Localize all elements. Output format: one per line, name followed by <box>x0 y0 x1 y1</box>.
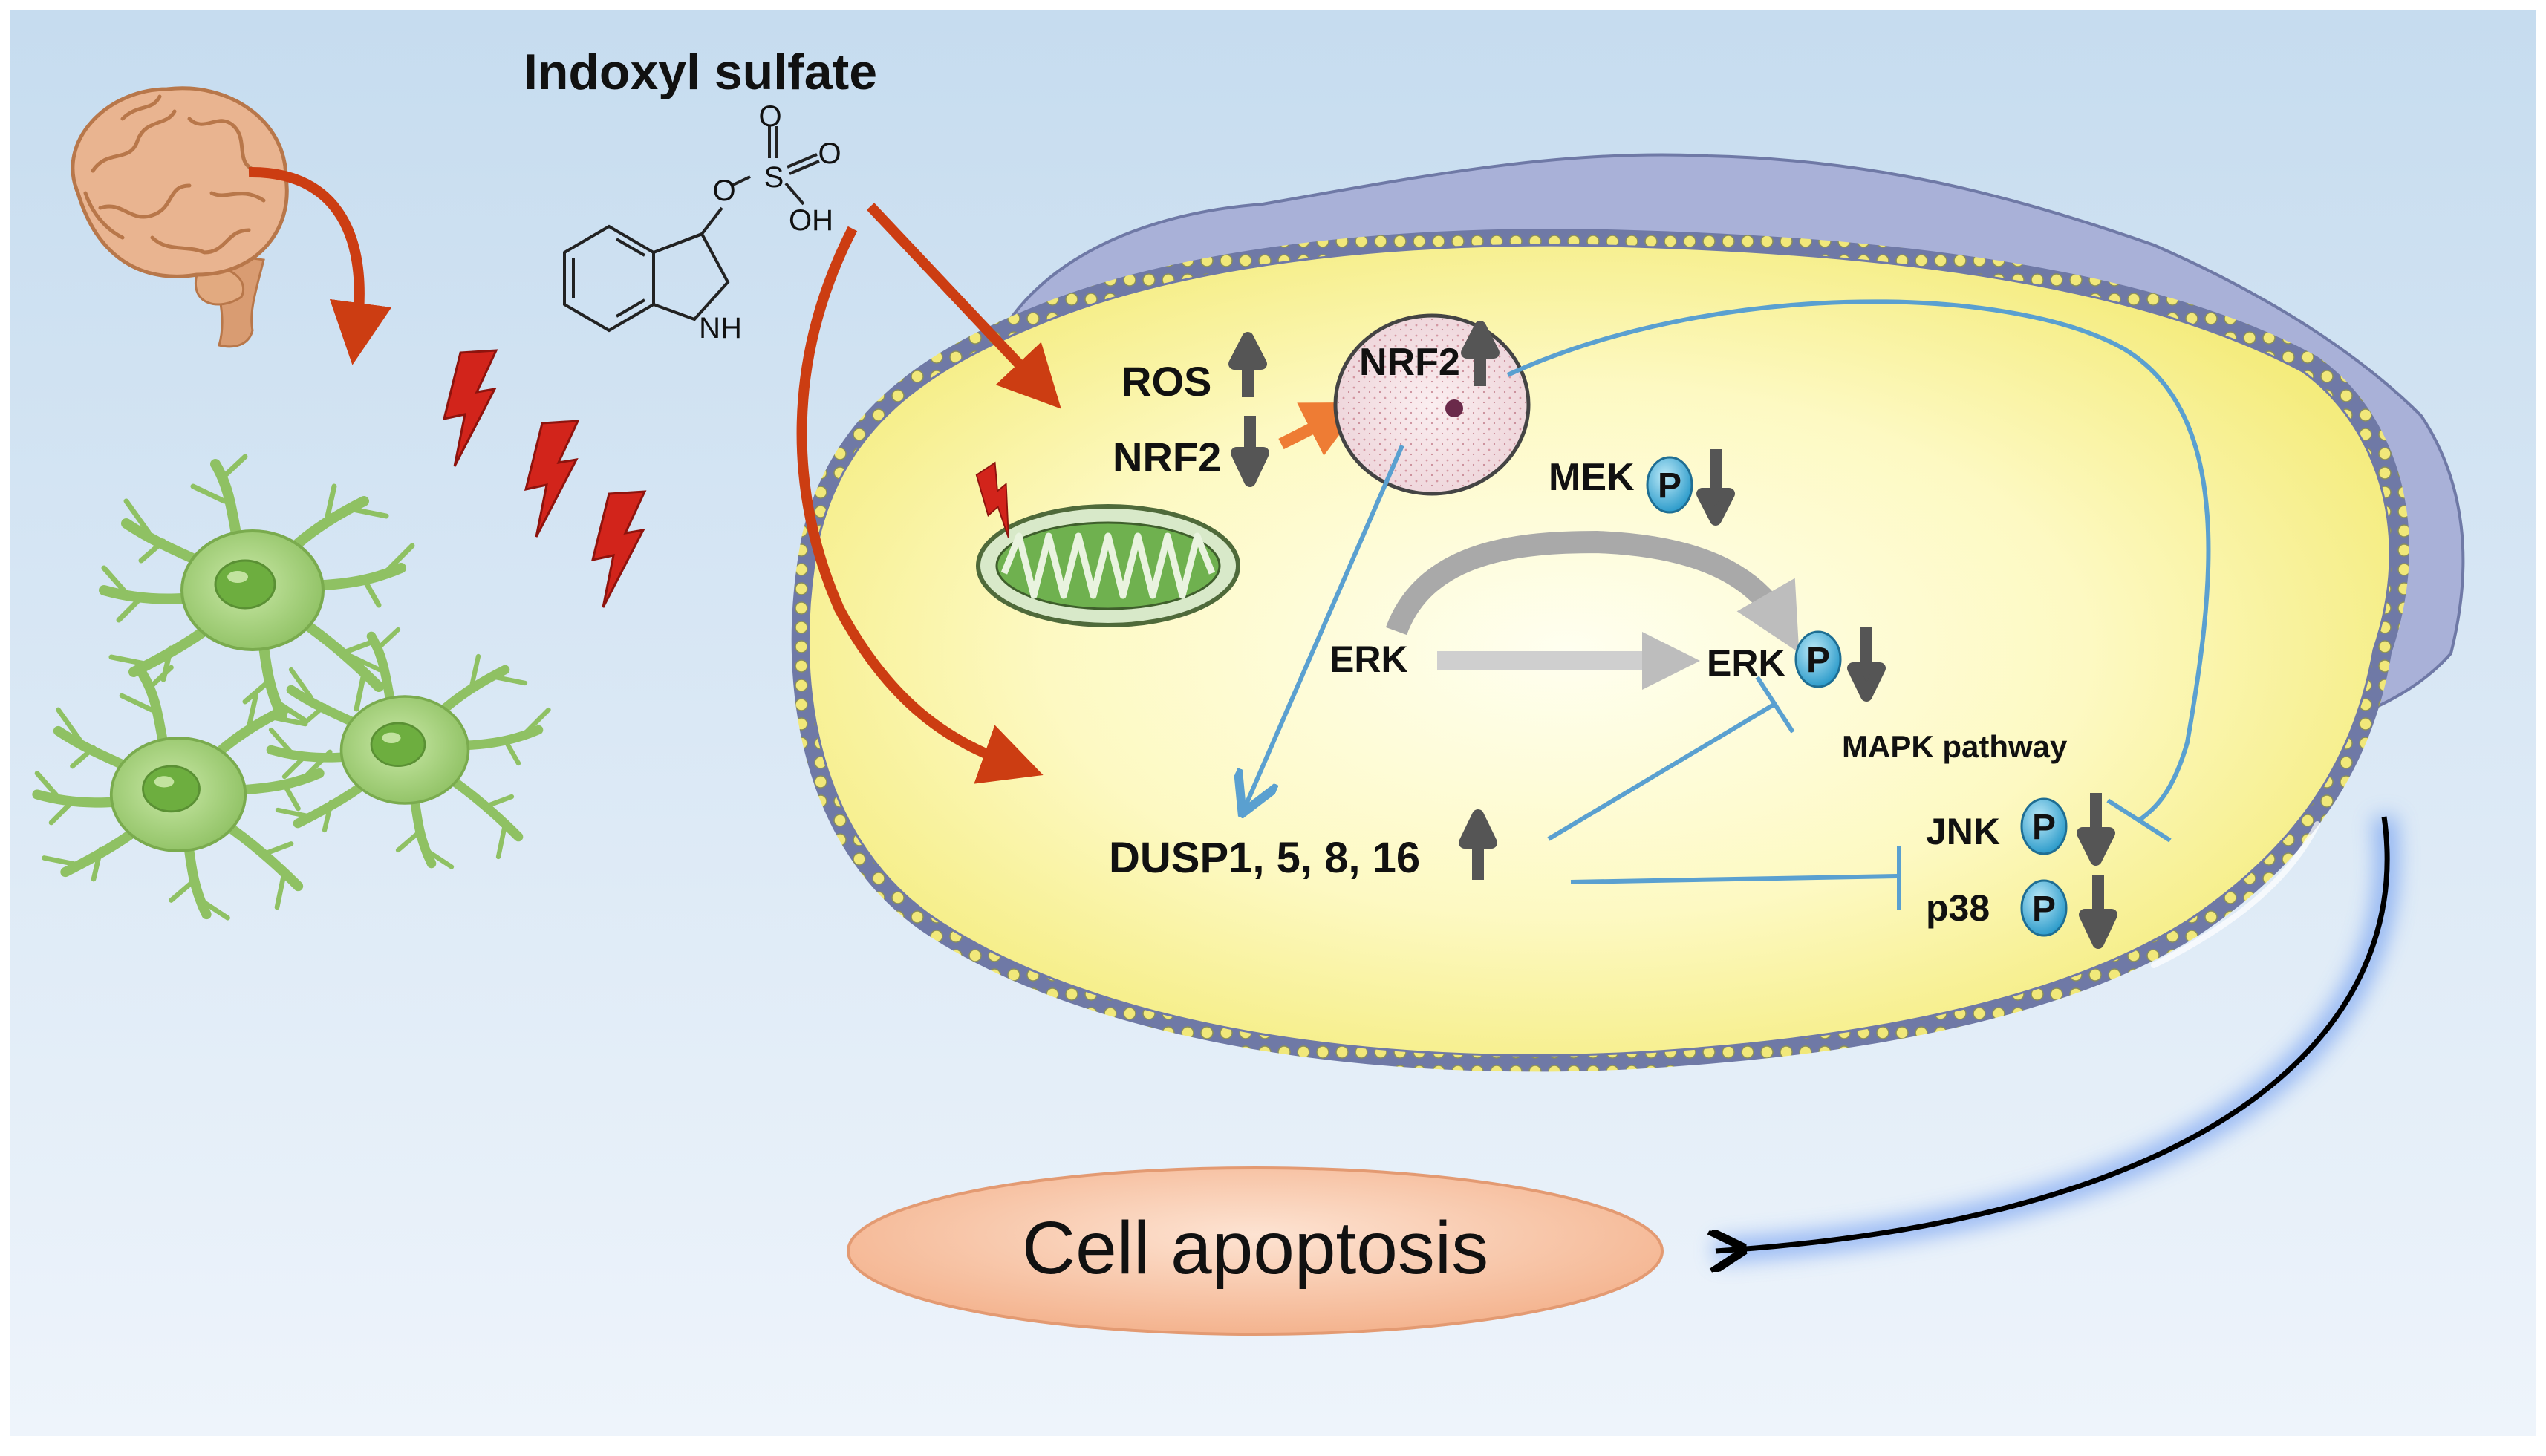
erk-phospho-target-label: ERK <box>1707 642 1785 684</box>
nrf2-down-arrow-icon <box>1231 416 1269 487</box>
ros-up-arrow-icon <box>1228 332 1267 397</box>
atom-o-top: O <box>758 100 781 133</box>
dusp-inhibits-erk-line <box>1547 702 1777 841</box>
apoptosis-arrow <box>1716 816 2390 1251</box>
nrf2-cytoplasm-label: NRF2 <box>1113 434 1221 480</box>
dusp-up-arrow-icon <box>1459 809 1497 880</box>
mek-label: MEK <box>1549 456 1635 499</box>
mek-phospho-label: P <box>1658 466 1681 506</box>
nrf2-nucleus-up-arrow-icon <box>1461 321 1500 386</box>
atom-s: S <box>764 161 784 194</box>
erk-label: ERK <box>1329 639 1408 680</box>
mapk-pathway-label: MAPK pathway <box>1842 729 2068 764</box>
p38-phospho-label: P <box>2032 889 2056 929</box>
atom-oh: OH <box>789 204 833 237</box>
jnk-phospho-label: P <box>2032 808 2056 847</box>
cytoplasm <box>807 244 2392 1057</box>
nrf2-inhibits-mapk-line <box>1506 299 2211 823</box>
ros-label: ROS <box>1121 358 1211 405</box>
jnk-down-arrow-icon <box>2077 793 2115 866</box>
erk-inhibition-bar <box>1755 676 1795 734</box>
atom-o-right: O <box>818 137 841 170</box>
chemical-atom-labels: O S O OH O NH <box>699 100 841 345</box>
indoxyl-sulfate-structure <box>563 126 820 333</box>
atom-nh: NH <box>699 312 742 345</box>
mek-phosphorylation-arrow <box>1385 530 1800 653</box>
apoptosis-ellipse <box>847 1166 1664 1336</box>
mapk-inhibition-bar <box>2106 798 2172 843</box>
dusp-label: DUSP1, 5, 8, 16 <box>1109 834 1420 882</box>
cell-icon <box>791 153 2465 1072</box>
atom-o-link: O <box>712 174 735 207</box>
nrf2-translocation-arrow <box>1278 402 1364 456</box>
nrf2-to-dusp-arrow <box>1244 444 1404 809</box>
dusp-inhibits-jnk-p38-line <box>1570 874 1898 884</box>
erk-down-arrow-icon <box>1847 627 1886 702</box>
mitochondrion-icon <box>976 504 1240 627</box>
brain-to-astrocytes-arrow <box>248 166 392 365</box>
p38-down-arrow-icon <box>2079 875 2117 949</box>
is-to-ros-arrow <box>866 203 1061 409</box>
mek-down-arrow-icon <box>1696 449 1735 526</box>
erk-phospho-label: P <box>1806 641 1830 680</box>
cell-apoptosis-label: Cell apoptosis <box>1022 1207 1488 1290</box>
jnk-label: JNK <box>1926 811 2000 852</box>
p38-label: p38 <box>1926 887 1990 929</box>
title-label: Indoxyl sulfate <box>524 44 877 100</box>
is-to-dusp-arrow <box>796 226 1044 784</box>
nrf2-nucleus-label: NRF2 <box>1359 341 1460 384</box>
